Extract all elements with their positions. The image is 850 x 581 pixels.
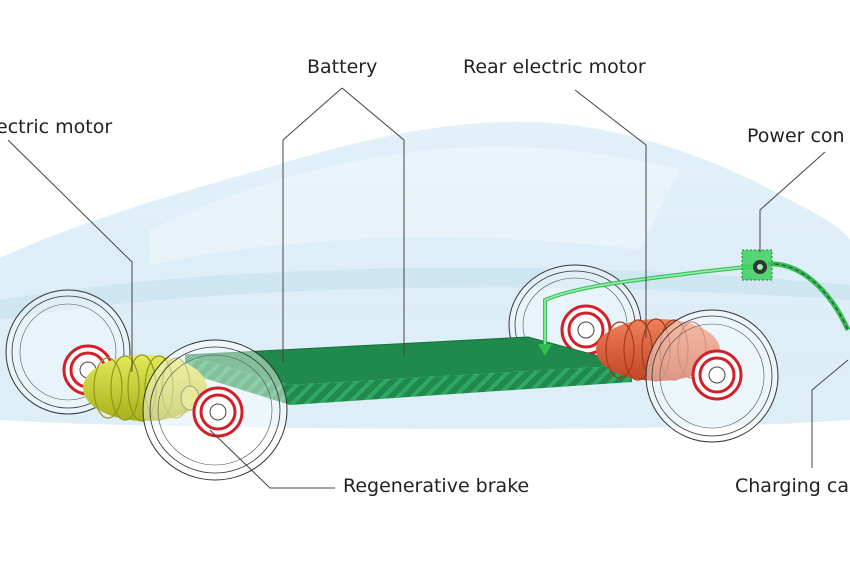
leader-rear-motor [574,89,647,338]
label-battery: Battery [307,56,378,78]
leader-power-connector [759,151,826,252]
label-front-electric-motor: ectric motor [0,116,113,138]
power-cable [538,261,850,356]
leader-battery-right [341,87,405,355]
brake-rear-left [560,304,612,356]
label-regenerative-brake: Regenerative brake [343,475,530,497]
brake-rear-right [691,349,743,401]
leader-battery-left [282,87,343,362]
leader-lines [7,87,849,489]
power-connector [741,249,773,281]
leader-charging-cable [811,359,849,468]
label-power-connector: Power con [747,125,845,147]
leader-front-motor [7,139,133,372]
brake-front-right [192,386,244,438]
label-charging-cable: Charging ca [735,475,849,497]
front-electric-motor [83,354,207,422]
leader-regenerative-brake [209,429,335,489]
label-rear-electric-motor: Rear electric motor [463,56,646,78]
